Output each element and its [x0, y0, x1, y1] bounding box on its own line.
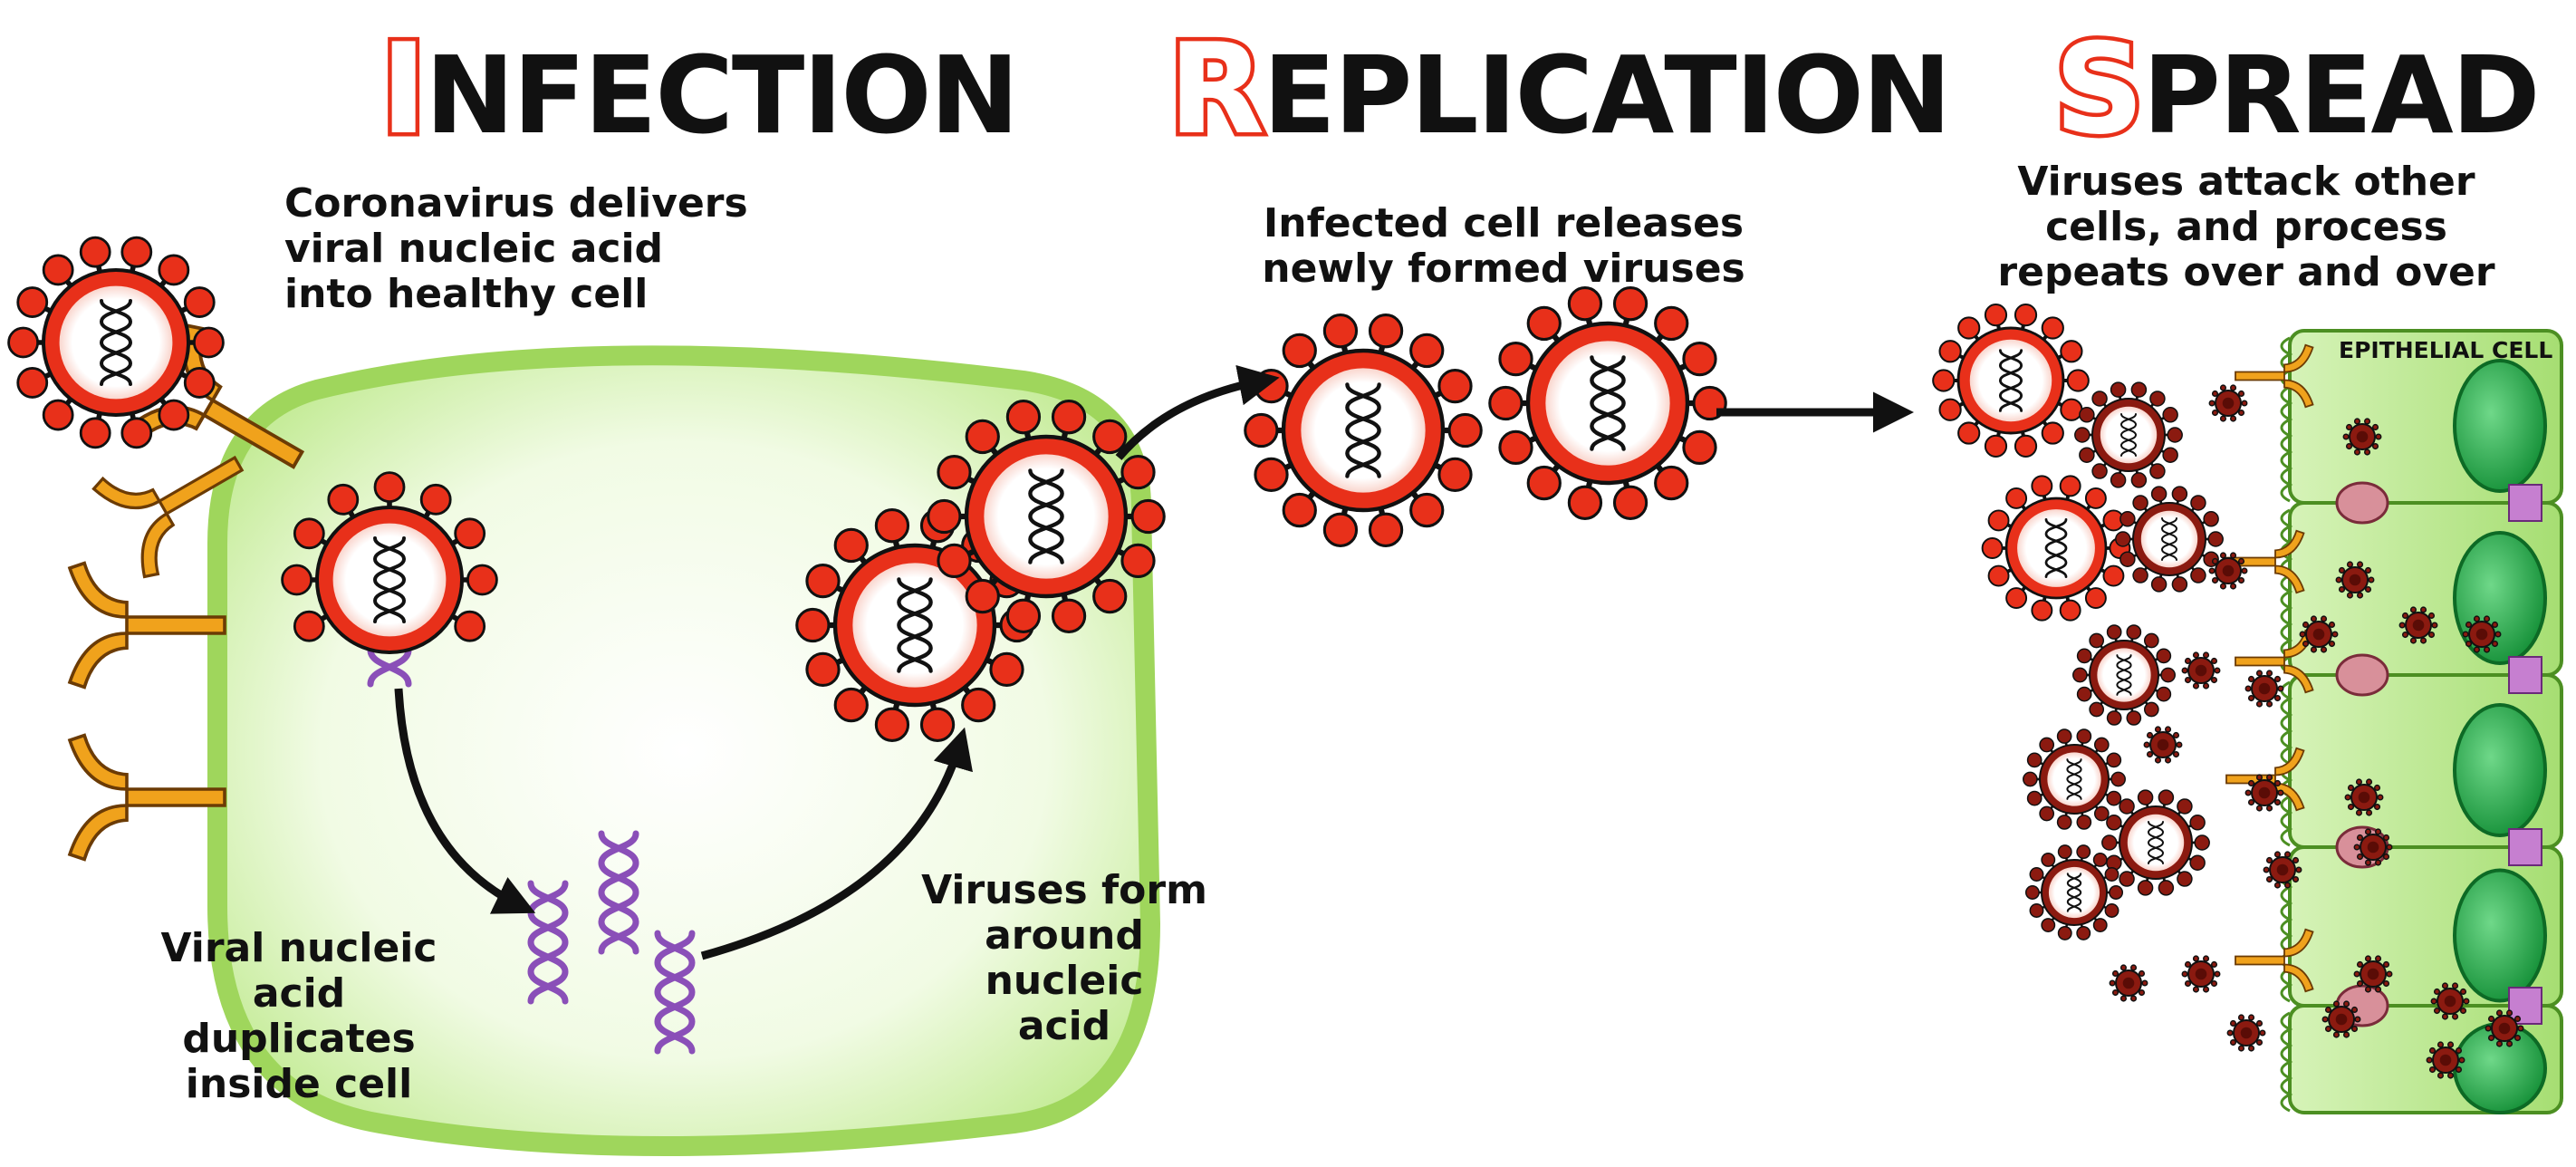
caption-attack-line: cells, and process [2045, 204, 2447, 250]
title-spread: SPREAD [2050, 23, 2540, 156]
coronavirus-icon [1244, 313, 1483, 547]
coronavirus-icon [2462, 615, 2502, 653]
nucleus-icon [2453, 868, 2547, 1003]
epithelial-cell-icon [2280, 825, 2563, 1008]
caption-duplicates-line: inside cell [185, 1061, 413, 1107]
epithelium [2280, 329, 2563, 1114]
receptor-icon [67, 561, 226, 690]
caption-releases-line: newly formed viruses [1262, 246, 1745, 292]
coronavirus-icon [795, 508, 1034, 742]
rna-helix-icon [654, 930, 696, 1055]
rna-helix-icon [2066, 758, 2082, 800]
coronavirus-icon [2244, 774, 2284, 812]
arrow-icon [1115, 364, 1280, 460]
coronavirus-icon [2181, 955, 2221, 993]
receptor-icon [2235, 343, 2314, 409]
title-replication-initial: R [1164, 16, 1268, 162]
coronavirus-icon [2072, 624, 2176, 726]
caption-attack-line: Viruses attack other [2017, 159, 2475, 205]
epithelial-cell-icon [2280, 329, 2563, 505]
coronavirus-icon [2344, 778, 2384, 816]
rna-helix-icon [2044, 518, 2068, 578]
coronavirus-icon [2024, 844, 2124, 940]
caption-releases-line: Infected cell releases [1263, 200, 1745, 246]
coronavirus-icon [2143, 726, 2183, 764]
nucleus-icon [2453, 703, 2547, 837]
title-infection-initial: I [376, 16, 430, 162]
coronavirus-icon [2321, 1000, 2361, 1038]
rna-helix-icon [1028, 468, 1064, 564]
caption-form: Viruses form around nucleic acid [906, 868, 1223, 1049]
caption-attack: Viruses attack other cells, and process … [1993, 159, 2500, 295]
coronavirus-icon [2299, 615, 2339, 653]
coronavirus-icon [2244, 670, 2284, 708]
caption-delivers-line: Coronavirus delivers [284, 180, 748, 227]
epithelial-cell-icon [2280, 653, 2563, 849]
coronavirus-icon [2263, 851, 2302, 889]
coronavirus-icon [2398, 606, 2438, 644]
coronavirus-icon [2430, 982, 2470, 1020]
coronavirus-icon [2023, 728, 2126, 830]
coronavirus-icon [2226, 1014, 2266, 1052]
caption-delivers: Coronavirus delivers viral nucleic acid … [284, 181, 748, 317]
epithelial-cell-icon [2280, 984, 2563, 1114]
nucleus-icon [2453, 359, 2547, 493]
title-infection: INFECTION [376, 23, 1019, 156]
rna-helix-icon [2119, 413, 2138, 457]
coronavirus-icon [2485, 1009, 2524, 1047]
coronavirus-icon [2208, 384, 2248, 422]
title-infection-rest: NFECTION [425, 33, 1019, 158]
rna-helix-icon [2160, 517, 2178, 561]
rna-helix-icon [1345, 382, 1381, 478]
title-replication: REPLICATION [1164, 23, 1951, 156]
coronavirus-icon [1932, 304, 2090, 458]
caption-duplicates-line: duplicates [182, 1016, 416, 1062]
title-spread-rest: PREAD [2142, 33, 2540, 158]
caption-delivers-line: into healthy cell [284, 271, 649, 317]
coronavirus-icon [2426, 1041, 2465, 1079]
rna-helix-icon [372, 536, 407, 623]
receptor-icon [67, 733, 226, 862]
caption-form-line: Viruses form [921, 867, 1207, 913]
rna-helix-icon [897, 577, 933, 673]
coronavirus-icon [2208, 552, 2248, 590]
coronavirus-icon [2353, 828, 2393, 866]
coronavirus-icon [1488, 286, 1727, 520]
coronavirus-icon [2181, 651, 2221, 690]
receptor-icon [91, 455, 245, 579]
caption-form-line: acid [1017, 1003, 1111, 1049]
coronavirus-icon [7, 236, 225, 449]
arrow-icon [700, 727, 973, 960]
rna-helix-icon [2116, 654, 2132, 696]
caption-delivers-line: viral nucleic acid [284, 226, 664, 272]
caption-form-line: around nucleic [985, 912, 1144, 1004]
caption-releases: Infected cell releases newly formed viru… [1250, 201, 1757, 292]
coronavirus-icon [2353, 955, 2393, 993]
epithelial-cell-label: EPITHELIAL CELL [2339, 337, 2553, 363]
coronavirus-icon [927, 400, 1166, 633]
title-replication-rest: EPLICATION [1263, 33, 1951, 158]
caption-attack-line: repeats over and over [1997, 249, 2495, 295]
coronavirus-icon [2109, 964, 2148, 1002]
coronavirus-icon [1981, 475, 2131, 622]
coronavirus-icon [2074, 381, 2183, 488]
coronavirus-icon [281, 471, 498, 654]
rna-helix-icon [1590, 355, 1626, 451]
rna-helix-icon [99, 299, 133, 386]
caption-duplicates: Viral nucleic acid duplicates inside cel… [118, 926, 480, 1107]
rna-helix-icon [2147, 821, 2165, 864]
rna-helix-icon [527, 880, 569, 1005]
arrow-icon [394, 688, 536, 914]
rna-helix-icon [598, 830, 639, 955]
rna-helix-icon [2066, 873, 2082, 912]
receptor-icon [2235, 928, 2314, 993]
coronavirus-icon [2115, 486, 2224, 593]
caption-duplicates-line: Viral nucleic acid [160, 925, 437, 1017]
coronavirus-icon [2101, 789, 2210, 896]
title-spread-initial: S [2050, 16, 2148, 162]
coronavirus-icon [2335, 561, 2375, 599]
rna-helix-icon [1998, 349, 2023, 412]
coronavirus-icon [2342, 418, 2382, 456]
